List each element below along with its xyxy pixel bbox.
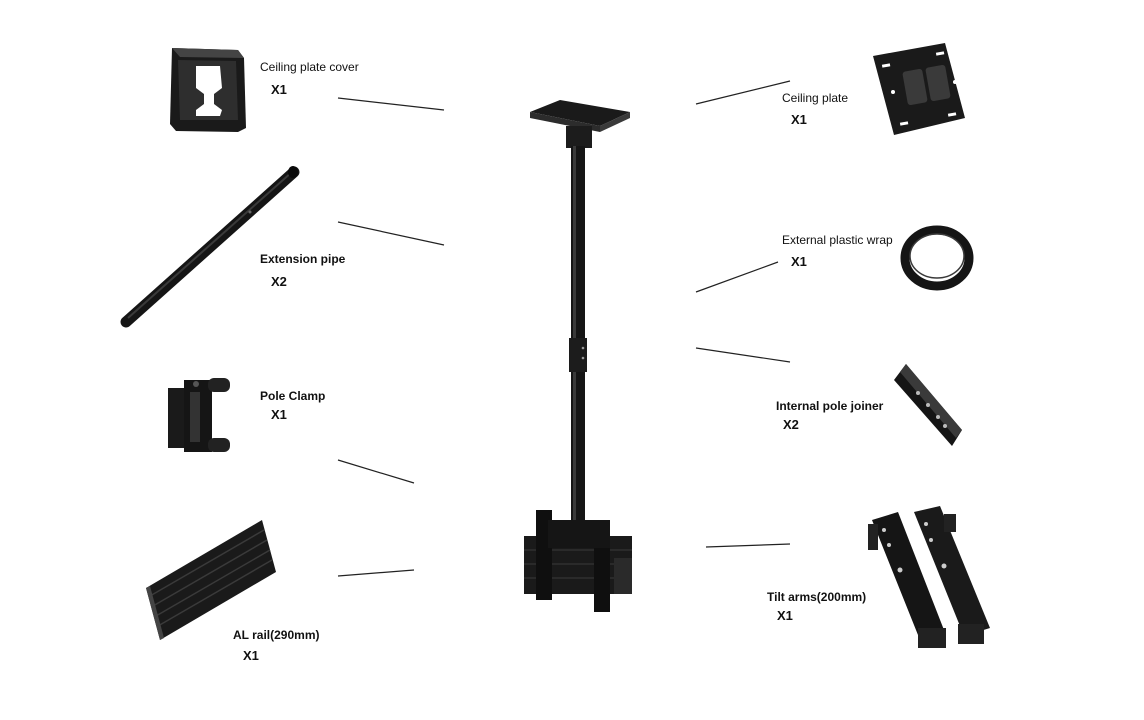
ceiling-plate-cover-image <box>170 48 246 132</box>
leader-al-rail <box>337 569 415 577</box>
label-ceiling-plate: Ceiling plate <box>782 91 849 105</box>
leader-ceiling-plate-cover <box>337 97 445 111</box>
leader-tilt-arms <box>705 543 791 548</box>
qty-tilt-arms: X1 <box>777 608 793 623</box>
pole-clamp-image <box>168 378 230 452</box>
extension-pipe-image <box>120 166 300 328</box>
label-tilt-arms: Tilt arms(200mm) <box>767 590 867 604</box>
label-ceiling-plate-cover: Ceiling plate cover <box>260 60 359 74</box>
leader-ceiling-plate <box>695 80 791 105</box>
leader-pole-clamp <box>337 459 415 484</box>
al-rail-image <box>146 520 276 640</box>
external-plastic-wrap-image <box>900 225 974 291</box>
leader-extension-pipe <box>337 221 445 246</box>
qty-pole-clamp: X1 <box>271 407 287 422</box>
qty-ceiling-plate-cover: X1 <box>271 82 287 97</box>
label-al-rail: AL rail(290mm) <box>233 628 320 642</box>
tilt-arms-image <box>868 506 990 648</box>
assembled-mount-image <box>524 100 632 612</box>
leader-internal-pole-joiner <box>695 347 791 363</box>
label-internal-pole-joiner: Internal pole joiner <box>776 399 884 413</box>
qty-extension-pipe: X2 <box>271 274 287 289</box>
label-external-plastic-wrap: External plastic wrap <box>782 233 893 247</box>
qty-external-plastic-wrap: X1 <box>791 254 807 269</box>
leader-lines <box>337 80 791 577</box>
internal-pole-joiner-image <box>894 364 962 446</box>
label-pole-clamp: Pole Clamp <box>260 389 326 403</box>
qty-ceiling-plate: X1 <box>791 112 807 127</box>
ceiling-plate-image <box>873 43 965 135</box>
label-extension-pipe: Extension pipe <box>260 252 346 266</box>
leader-external-plastic-wrap <box>695 261 779 293</box>
qty-internal-pole-joiner: X2 <box>783 417 799 432</box>
qty-al-rail: X1 <box>243 648 259 663</box>
